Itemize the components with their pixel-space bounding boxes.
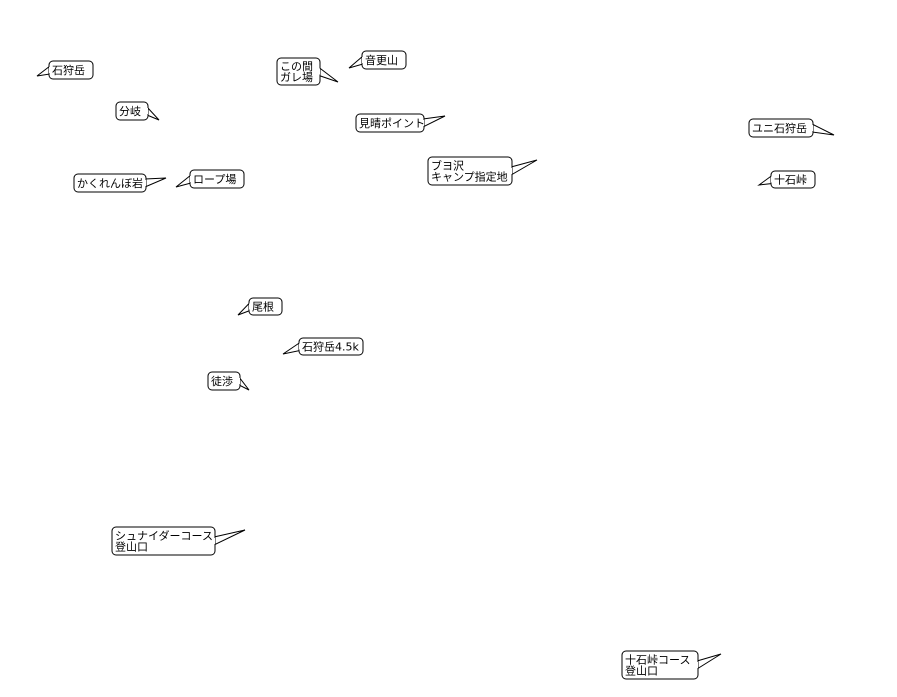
map-label-text: シュナイダーコース bbox=[115, 529, 213, 543]
map-label-ishikari-dake-4-5k[interactable]: 石狩岳4.5k bbox=[282, 337, 364, 356]
map-label-toshō[interactable]: 徒渉 bbox=[207, 371, 250, 391]
map-label-text: 尾根 bbox=[252, 300, 274, 314]
callout-pointer bbox=[422, 115, 446, 128]
map-label-text: かくれんぼ岩 bbox=[77, 176, 143, 190]
map-label-bunki[interactable]: 分岐 bbox=[115, 101, 160, 121]
map-label-text: 石狩岳 bbox=[52, 63, 85, 77]
map-label-text: 登山口 bbox=[115, 540, 148, 554]
callout-pointer bbox=[237, 301, 251, 316]
callout-pointer bbox=[146, 105, 160, 121]
callout-pointer bbox=[757, 174, 773, 186]
callout-pointer bbox=[144, 177, 167, 188]
map-label-text: ブヨ沢 bbox=[431, 159, 464, 173]
map-label-text: ガレ場 bbox=[280, 71, 313, 84]
callout-pointer bbox=[213, 529, 246, 546]
map-label-rope-ba[interactable]: ロープ場 bbox=[175, 169, 245, 189]
map-label-text: 見晴ポイント bbox=[359, 117, 425, 130]
callout-pointer bbox=[282, 341, 301, 355]
map-label-text: 分岐 bbox=[119, 105, 141, 118]
map-label-text: 徒渉 bbox=[211, 374, 233, 388]
map-label-kakurenbo-iwa[interactable]: かくれんぼ岩 bbox=[73, 173, 167, 193]
map-label-text: この間 bbox=[280, 60, 313, 73]
map-label-otofukeyama[interactable]: 音更山 bbox=[348, 50, 407, 70]
callout-pointer bbox=[696, 653, 722, 670]
callout-pointer bbox=[811, 123, 835, 136]
callout-pointer bbox=[318, 66, 339, 83]
callout-pointer bbox=[510, 159, 538, 176]
map-label-jikkoku-toge[interactable]: 十石峠 bbox=[757, 170, 816, 189]
map-label-text: 音更山 bbox=[365, 53, 398, 67]
map-label-uni-ishikari-dake[interactable]: ユニ石狩岳 bbox=[748, 118, 835, 138]
map-labels-layer: 石狩岳この間ガレ場音更山分岐見晴ポイントユニ石狩岳ブヨ沢キャンプ指定地かくれんぼ… bbox=[36, 50, 835, 680]
map-label-text: 十石峠 bbox=[774, 173, 807, 187]
map-label-text: 登山口 bbox=[625, 664, 658, 678]
callout-pointer bbox=[175, 173, 192, 188]
map-label-text: 十石峠コース bbox=[625, 653, 690, 667]
map-label-text: 石狩岳4.5k bbox=[302, 340, 359, 354]
map-label-one[interactable]: 尾根 bbox=[237, 297, 283, 316]
callout-pointer bbox=[36, 64, 51, 77]
map-label-ishikari-dake[interactable]: 石狩岳 bbox=[36, 60, 94, 80]
map-label-text: ユニ石狩岳 bbox=[752, 121, 807, 135]
map-label-text: キャンプ指定地 bbox=[431, 170, 508, 184]
map-label-text: ロープ場 bbox=[193, 173, 236, 186]
map-label-miharashi-point[interactable]: 見晴ポイント bbox=[355, 113, 446, 133]
callout-pointer bbox=[348, 54, 364, 69]
